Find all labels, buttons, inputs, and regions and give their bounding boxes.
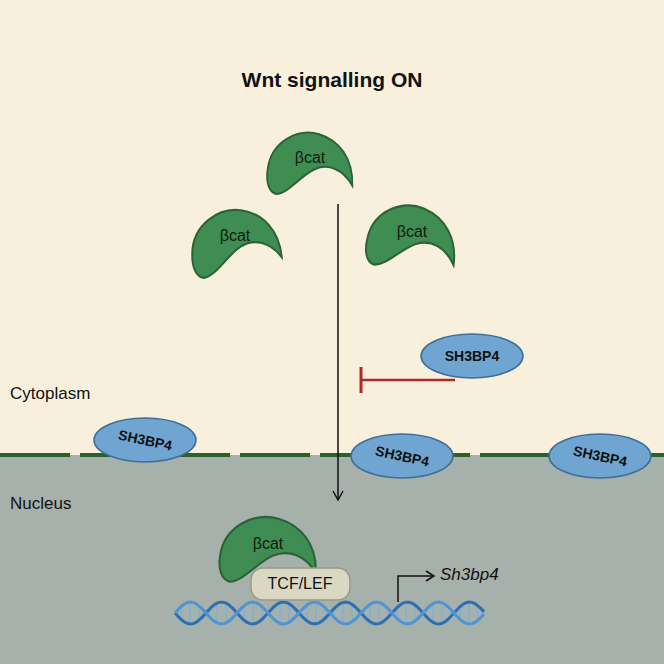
gene-label: Sh3bp4	[440, 565, 499, 585]
sh3bp4-protein: SH3BP4	[548, 433, 652, 479]
nucleus-area	[0, 455, 664, 664]
dna-helix	[175, 602, 484, 624]
compartment-label: Cytoplasm	[10, 384, 90, 404]
beta-catenin-shape: βcat	[364, 199, 460, 273]
node-label: TCF/LEF	[268, 575, 333, 593]
node-label: βcat	[253, 535, 284, 553]
sh3bp4-protein: SH3BP4	[93, 417, 197, 463]
compartment-label: Nucleus	[10, 494, 71, 514]
title: Wnt signalling ON	[0, 68, 664, 92]
sh3bp4-protein: SH3BP4	[350, 433, 454, 479]
node-label: SH3BP4	[445, 348, 499, 364]
node-label: βcat	[397, 223, 428, 241]
node-label: βcat	[295, 149, 326, 167]
node-label: βcat	[220, 227, 251, 245]
cytoplasm-area	[0, 0, 664, 455]
beta-catenin-shape: βcat	[264, 126, 356, 198]
tcf-lef-box: TCF/LEF	[250, 567, 351, 601]
translocation-arrow	[337, 204, 339, 500]
transcription-arrow	[398, 571, 434, 602]
sh3bp4-protein: SH3BP4	[420, 333, 524, 379]
beta-catenin-shape: βcat	[187, 203, 283, 277]
